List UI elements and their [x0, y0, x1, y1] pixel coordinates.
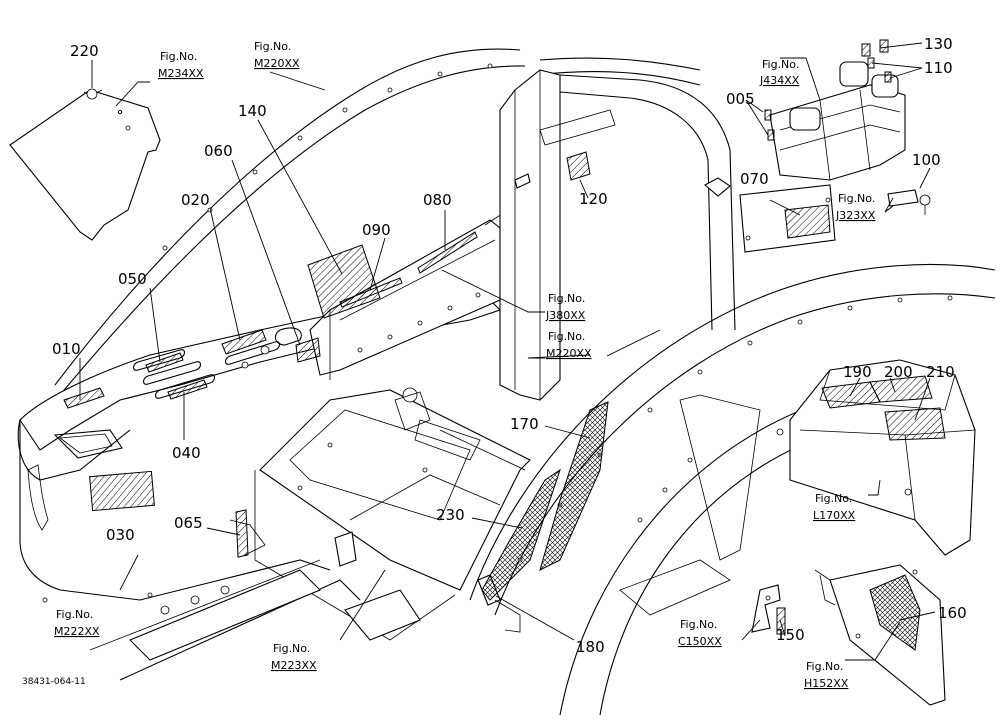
fig-prefix: Fig.No.	[254, 40, 291, 53]
part-number-220: 220	[70, 42, 99, 60]
fig-prefix: Fig.No.	[160, 50, 197, 63]
part-number-170: 170	[510, 415, 539, 433]
part-number-080: 080	[423, 191, 452, 209]
part-number-100: 100	[912, 151, 941, 169]
fig-code: C150XX	[678, 635, 722, 648]
fig-code: J380XX	[545, 309, 586, 322]
fig-ref-c150xx: Fig.No. C150XX	[678, 618, 722, 648]
fig-prefix: Fig.No.	[548, 330, 585, 343]
part-number-200: 200	[884, 363, 913, 381]
figure-references: Fig.No. M234XX Fig.No. M220XX Fig.No. J4…	[54, 40, 876, 690]
part-number-090: 090	[362, 221, 391, 239]
fig-ref-m220xx-mid: Fig.No. M220XX	[546, 330, 592, 360]
body-outline	[54, 48, 701, 396]
part-number-010: 010	[52, 340, 81, 358]
fig-code: M220XX	[254, 57, 300, 70]
valve-assembly	[764, 39, 931, 215]
fig-ref-m220xx-top: Fig.No. M220XX	[254, 40, 300, 70]
part-number-030: 030	[106, 526, 135, 544]
fig-prefix: Fig.No.	[838, 192, 875, 205]
fig-ref-m234xx: Fig.No. M234XX	[158, 50, 204, 80]
part-number-050: 050	[118, 270, 147, 288]
fig-ref-h152xx: Fig.No. H152XX	[804, 660, 849, 690]
decals	[63, 151, 946, 651]
part-number-160: 160	[938, 604, 967, 622]
fig-ref-j380xx: Fig.No. J380XX	[545, 292, 586, 322]
fig-prefix: Fig.No.	[815, 492, 852, 505]
drawing-reference-code: 38431-064-11	[22, 677, 86, 687]
part-number-130: 130	[924, 35, 953, 53]
part-number-190: 190	[843, 363, 872, 381]
fig-code: J434XX	[759, 74, 800, 87]
top-panel-220	[9, 88, 161, 241]
part-number-005: 005	[726, 90, 755, 108]
fig-prefix: Fig.No.	[273, 642, 310, 655]
fig-ref-l170xx: Fig.No. L170XX	[813, 492, 856, 522]
part-number-120: 120	[579, 190, 608, 208]
clip-065	[235, 509, 249, 558]
part-number-065: 065	[174, 514, 203, 532]
fig-ref-m223xx: Fig.No. M223XX	[271, 642, 317, 672]
part-numbers: 220 140 060 020 090 080 050 010 040 030 …	[52, 35, 967, 656]
part-number-230: 230	[436, 506, 465, 524]
lower-base	[42, 519, 421, 681]
part-number-110: 110	[924, 59, 953, 77]
fig-ref-j434xx: Fig.No. J434XX	[759, 58, 800, 87]
fig-code: M234XX	[158, 67, 204, 80]
part-number-210: 210	[926, 363, 955, 381]
fig-code: M222XX	[54, 625, 100, 638]
part-number-020: 020	[181, 191, 210, 209]
part-number-180: 180	[576, 638, 605, 656]
part-number-070: 070	[740, 170, 769, 188]
fig-prefix: Fig.No.	[680, 618, 717, 631]
fig-prefix: Fig.No.	[548, 292, 585, 305]
fig-prefix: Fig.No.	[762, 58, 799, 71]
leader-lines	[79, 42, 936, 661]
fig-prefix: Fig.No.	[56, 608, 93, 621]
small-bracket-150	[751, 584, 781, 633]
part-number-140: 140	[238, 102, 267, 120]
fig-prefix: Fig.No.	[806, 660, 843, 673]
floor-tub	[254, 387, 531, 641]
fig-code: H152XX	[804, 677, 849, 690]
fig-code: J323XX	[835, 209, 876, 222]
part-number-060: 060	[204, 142, 233, 160]
fig-code: M223XX	[271, 659, 317, 672]
fig-ref-m222xx: Fig.No. M222XX	[54, 608, 100, 638]
fig-code: M220XX	[546, 347, 592, 360]
part-number-040: 040	[172, 444, 201, 462]
part-number-150: 150	[776, 626, 805, 644]
fig-code: L170XX	[813, 509, 856, 522]
right-fender	[469, 263, 996, 716]
fig-ref-j323xx: Fig.No. J323XX	[835, 192, 876, 222]
pillar-frame	[499, 69, 736, 401]
